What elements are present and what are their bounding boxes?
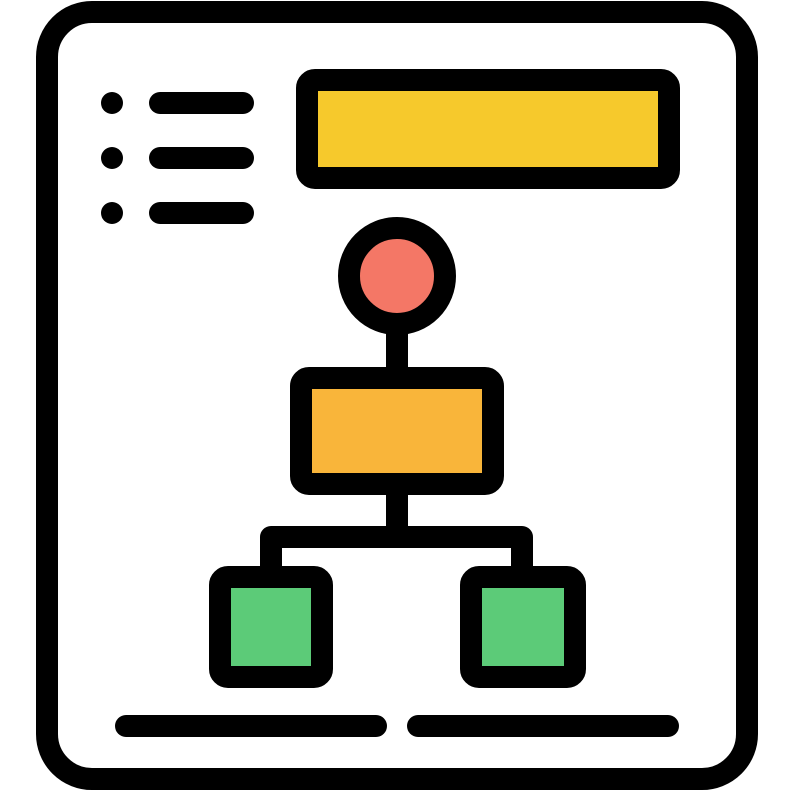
middle-node <box>290 367 504 495</box>
title-bar <box>296 69 680 189</box>
bullet-dot-3 <box>101 202 123 224</box>
leaf-node-left <box>209 566 333 688</box>
connector-branch <box>260 526 533 577</box>
leaf-node-right <box>460 566 586 688</box>
bullet-list <box>101 92 254 224</box>
bullet-dot-1 <box>101 92 123 114</box>
root-node <box>338 217 456 335</box>
bullet-dot-2 <box>101 147 123 169</box>
